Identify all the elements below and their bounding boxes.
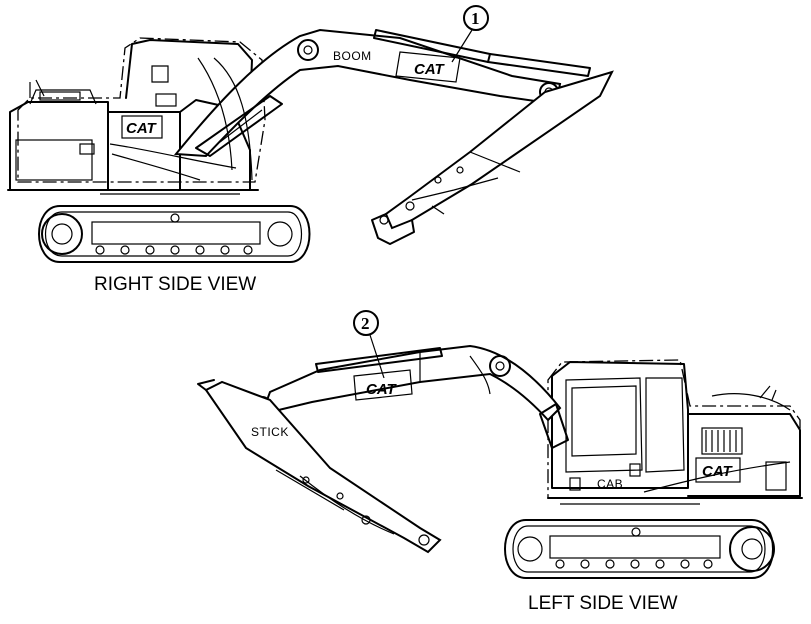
right-side-view-excavator: CAT [7, 5, 614, 295]
svg-text:2: 2 [361, 314, 370, 333]
stick-right [371, 70, 614, 245]
right-side-view-title: RIGHT SIDE VIEW [94, 274, 256, 295]
stick-label: STICK [251, 425, 289, 439]
track-right [38, 205, 311, 263]
left-side-view-title: LEFT SIDE VIEW [528, 593, 678, 614]
left-side-view-excavator: CAB CAT [197, 310, 803, 614]
boom-left: CAT [252, 344, 569, 449]
boom-right: CAT [174, 28, 591, 181]
svg-text:CAT: CAT [366, 381, 398, 398]
cat-logo-left: CAT [695, 457, 741, 483]
svg-text:1: 1 [471, 9, 480, 28]
stick-left [197, 379, 442, 554]
svg-text:CAT: CAT [126, 120, 158, 137]
callout-2: 2 [353, 310, 385, 379]
cat-logo-right: CAT [121, 115, 163, 139]
svg-text:CAT: CAT [414, 61, 446, 78]
boom-label: BOOM [333, 49, 372, 63]
cab-left [551, 361, 689, 491]
cab-label: CAB [597, 477, 623, 491]
callout-1: 1 [451, 5, 489, 63]
track-left [504, 519, 775, 579]
